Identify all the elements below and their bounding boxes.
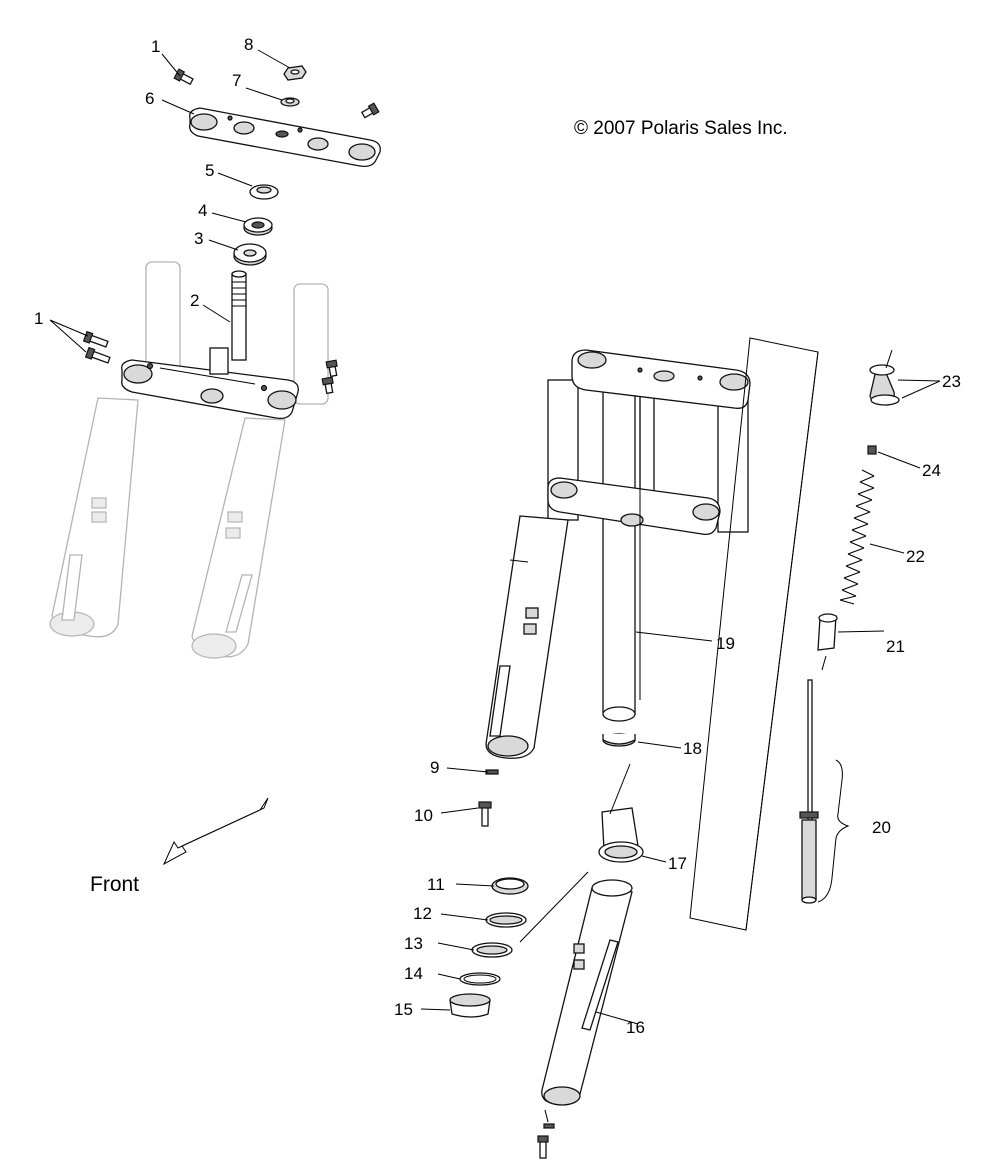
callout-12: 12 [413,904,432,923]
callout-11: 11 [427,875,445,894]
callout-8: 8 [244,35,253,54]
callout-15: 15 [394,1000,413,1019]
callout-2: 2 [190,291,199,310]
callout-21: 21 [886,637,905,656]
front-direction-arrow [162,797,269,866]
right-fork-assembly [485,349,751,759]
lower-triple-clamp-left [121,359,299,420]
copyright-text: © 2007 Polaris Sales Inc. [574,118,788,139]
callout-4: 4 [198,201,207,220]
callout-20: 20 [872,818,891,837]
callout-7: 7 [232,71,241,90]
callout-14: 14 [404,964,423,983]
lower-leg-16 [537,879,633,1159]
callout-18: 18 [683,739,702,758]
callout-5: 5 [205,161,214,180]
assembly-bracket-lines [689,337,850,931]
callout-17: 17 [668,854,687,873]
dust-cover-17 [598,807,644,863]
bearing-stack [233,184,279,266]
callout-1-left: 1 [34,309,43,328]
upper-triple-clamp [189,107,381,168]
seal-ring-stack [449,877,529,1018]
ghost-fork-assembly [49,261,329,659]
drain-screw-parts [478,769,499,827]
callout-24: 24 [922,461,941,480]
leader-lines [49,49,941,1123]
callout-9: 9 [430,758,439,777]
loose-bolts-left [82,330,338,395]
callout-6: 6 [145,89,154,108]
callout-1-top: 1 [151,37,160,56]
damper-internals [799,364,900,904]
steering-stem [209,270,247,375]
callout-3: 3 [194,229,203,248]
callout-19: 19 [716,634,735,653]
callout-10: 10 [414,806,433,825]
front-label: Front [90,873,139,896]
callout-23: 23 [942,372,961,391]
callout-13: 13 [404,934,423,953]
callout-16: 16 [626,1018,645,1037]
bushing-18 [602,733,636,747]
callout-22: 22 [906,547,925,566]
